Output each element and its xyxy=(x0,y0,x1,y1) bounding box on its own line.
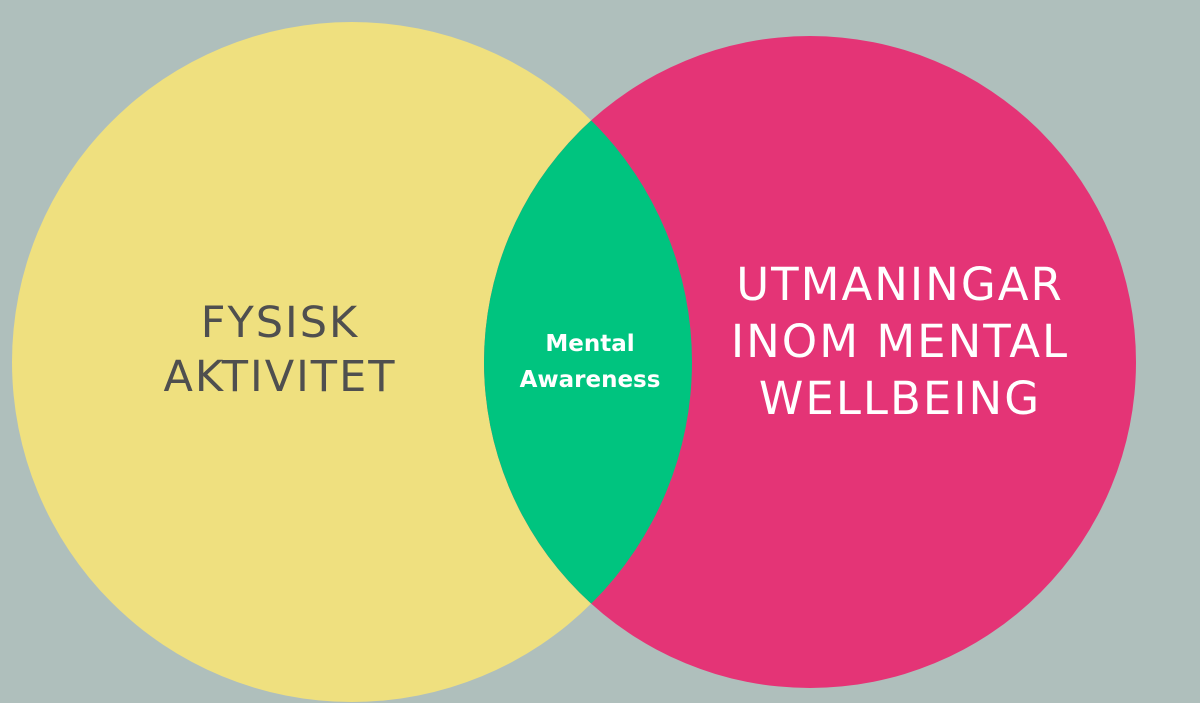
right-label-line1: UTMANINGAR xyxy=(736,258,1064,311)
right-label-line2: INOM MENTAL xyxy=(730,315,1070,368)
right-label-line3: WELLBEING xyxy=(758,372,1042,425)
intersection-label-line1: Mental xyxy=(545,331,635,357)
right-circle-label: UTMANINGAR INOM MENTAL WELLBEING xyxy=(700,256,1100,427)
intersection-lens xyxy=(484,36,692,688)
left-circle xyxy=(12,22,692,702)
left-label-line2: AKTIVITET xyxy=(163,352,397,402)
intersection-label-line2: Awareness xyxy=(519,367,661,393)
left-circle-label: FYSISK AKTIVITET xyxy=(130,296,430,404)
intersection-label: Mental Awareness xyxy=(490,326,690,398)
left-label-line1: FYSISK xyxy=(200,298,360,348)
